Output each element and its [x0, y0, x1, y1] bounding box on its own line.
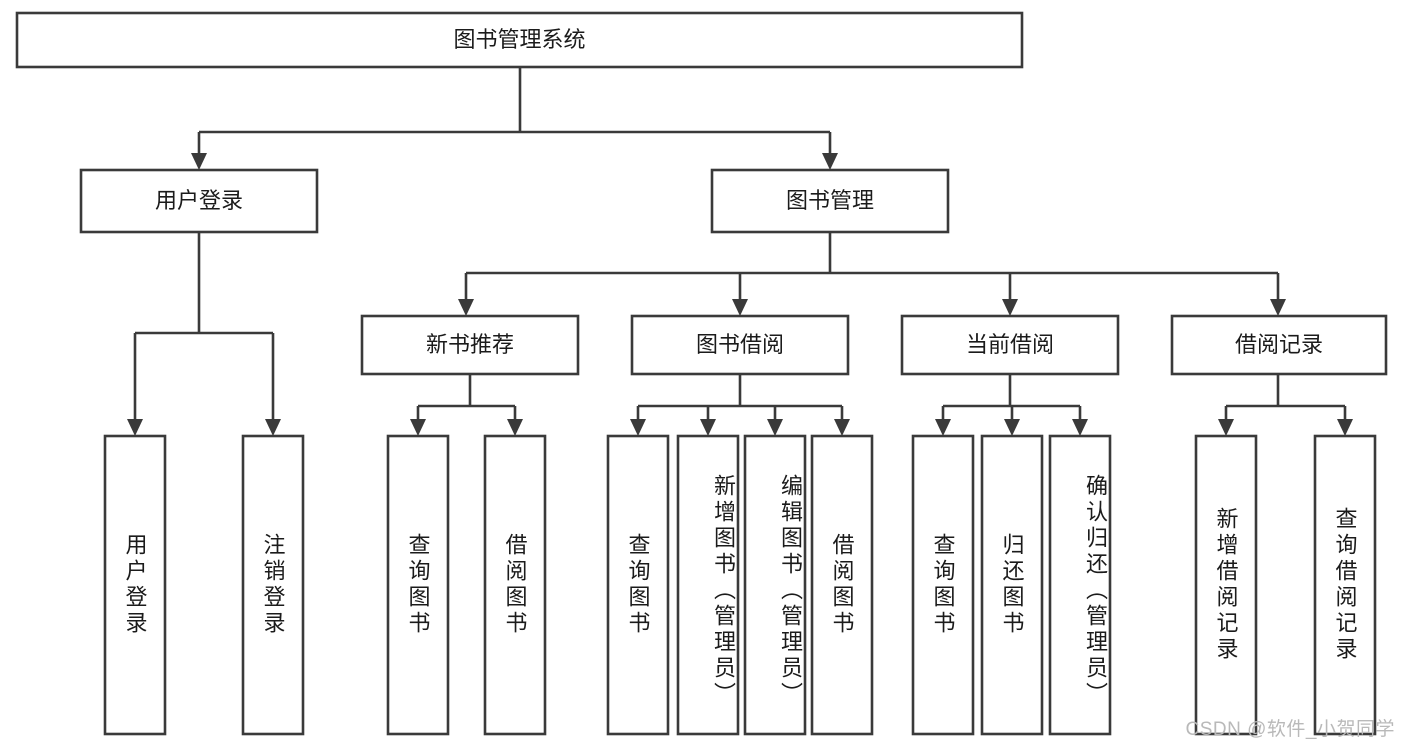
node-label: 图书管理系统	[453, 27, 585, 52]
node-leaf-newbook-1[interactable]	[386, 434, 450, 736]
node-borrow[interactable]: 图书借阅	[630, 314, 850, 376]
connector-newbook	[410, 374, 523, 436]
node-leaf-borrow-3[interactable]	[743, 434, 807, 736]
node-leaf-records-1[interactable]	[1194, 434, 1258, 736]
node-current[interactable]: 当前借阅	[900, 314, 1120, 376]
watermark-text: CSDN @软件_小贺同学	[1185, 719, 1395, 740]
node-label: 新书推荐	[426, 332, 514, 357]
node-newbook[interactable]: 新书推荐	[360, 314, 580, 376]
node-records[interactable]: 借阅记录	[1170, 314, 1388, 376]
connector-login	[127, 232, 281, 436]
connector-current	[935, 374, 1088, 436]
node-leaf-newbook-2[interactable]	[483, 434, 547, 736]
node-leaf-current-3[interactable]	[1048, 434, 1112, 736]
connector-bookmgmt	[458, 232, 1286, 316]
node-label: 图书借阅	[696, 332, 784, 357]
node-label: 图书管理	[786, 188, 874, 213]
node-leaf-borrow-4[interactable]	[810, 434, 874, 736]
node-login[interactable]: 用户登录	[79, 168, 319, 234]
connector-records	[1218, 374, 1353, 436]
node-label: 用户登录	[155, 188, 243, 213]
node-bookmgmt[interactable]: 图书管理	[710, 168, 950, 234]
node-leaf-records-2[interactable]	[1313, 434, 1377, 736]
node-leaf-login-2[interactable]	[241, 434, 305, 736]
connector-root	[191, 67, 838, 170]
node-leaf-current-2[interactable]	[980, 434, 1044, 736]
node-leaf-login-1[interactable]	[103, 434, 167, 736]
node-label: 当前借阅	[966, 332, 1054, 357]
node-leaf-current-1[interactable]	[911, 434, 975, 736]
node-leaf-borrow-1[interactable]	[606, 434, 670, 736]
connector-borrow	[630, 374, 850, 436]
node-leaf-borrow-2[interactable]	[676, 434, 740, 736]
node-label: 借阅记录	[1235, 332, 1323, 357]
node-root[interactable]: 图书管理系统	[15, 11, 1024, 69]
